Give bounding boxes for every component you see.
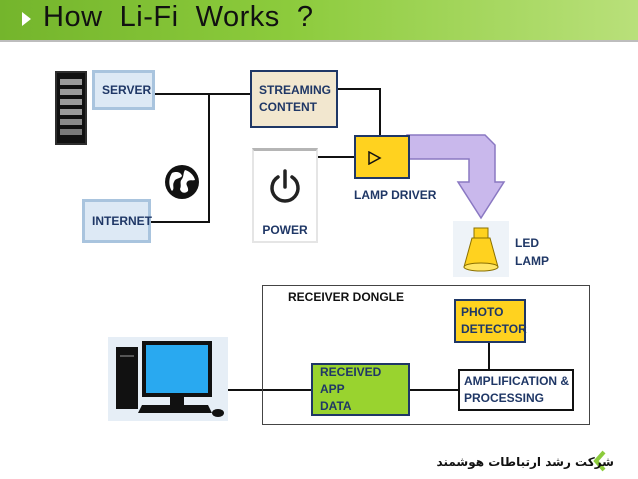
received-label-line1: RECEIVED APP	[320, 365, 382, 396]
lamp-driver-label: LAMP DRIVER	[354, 188, 437, 202]
photo-detector-box: PHOTO DETECTOR	[454, 299, 527, 343]
received-app-data-box: RECEIVED APP DATA	[311, 363, 410, 416]
power-icon	[270, 169, 300, 203]
line-amp-to-received	[409, 389, 459, 391]
led-lamp-label: LED LAMP	[515, 234, 549, 270]
line-streaming-down	[379, 88, 381, 136]
chevron-logo-icon	[593, 450, 606, 472]
led-label-line2: LAMP	[515, 254, 549, 268]
internet-box: INTERNET	[82, 199, 152, 243]
line-server-to-streaming	[155, 93, 252, 95]
light-path-arrow	[406, 134, 506, 220]
server-box: SERVER	[92, 70, 155, 110]
amplification-processing-box: AMPLIFICATION & PROCESSING	[458, 369, 574, 411]
line-streaming-right	[337, 88, 381, 90]
receiver-dongle-label: RECEIVER DONGLE	[288, 290, 405, 304]
slide-header: How Li-Fi Works ?	[0, 0, 638, 40]
internet-label: INTERNET	[92, 213, 152, 228]
power-box: POWER	[252, 148, 318, 243]
globe-icon	[165, 165, 199, 199]
slide-title: How Li-Fi Works ?	[43, 1, 314, 33]
server-label: SERVER	[102, 82, 152, 97]
computer-monitor-icon	[108, 337, 228, 421]
streaming-content-box: STREAMING CONTENT	[250, 70, 338, 128]
receiver-dongle-container: RECEIVER DONGLE	[262, 285, 590, 425]
received-label-line2: DATA	[320, 399, 352, 413]
power-label: POWER	[262, 223, 308, 237]
lamp-driver-box	[354, 135, 410, 179]
play-arrow-icon	[22, 12, 31, 26]
streaming-label-line1: STREAMING	[259, 83, 331, 97]
streaming-label-line2: CONTENT	[259, 100, 317, 114]
photo-label-line2: DETECTOR	[461, 322, 527, 336]
line-photo-to-amp	[488, 342, 490, 370]
line-received-to-computer	[226, 389, 312, 391]
line-internet-to-vertical	[150, 221, 210, 223]
photo-label-line1: PHOTO	[461, 305, 504, 319]
footer-company-name: شرکت رشد ارتباطات هوشمند	[436, 455, 614, 469]
led-lamp-icon	[453, 221, 509, 277]
amp-label-line2: PROCESSING	[464, 391, 545, 405]
line-vertical-server-internet	[208, 93, 210, 223]
led-label-line1: LED	[515, 236, 539, 250]
header-divider	[0, 40, 638, 42]
driver-amplifier-icon	[368, 151, 382, 165]
amp-label-line1: AMPLIFICATION &	[464, 374, 570, 388]
server-tower-icon	[55, 71, 87, 145]
line-power-to-driver	[317, 156, 355, 158]
